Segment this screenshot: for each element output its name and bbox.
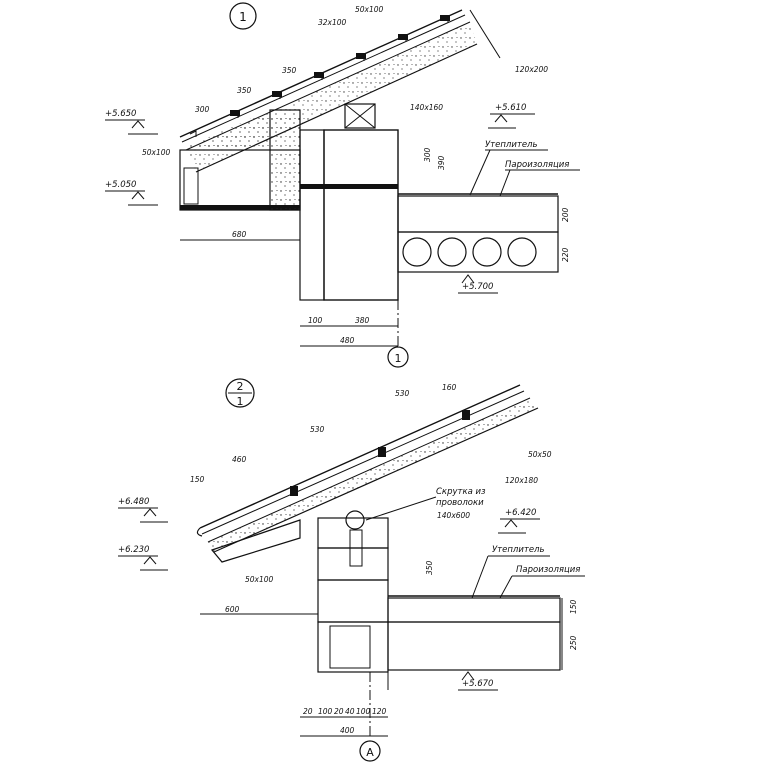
svg-text:1: 1 <box>395 352 402 365</box>
svg-text:20: 20 <box>334 707 344 716</box>
dimensions-2: 530 530 160 460 150 50x50 120x180 140x60… <box>190 383 578 737</box>
dimensions-1: 32x100 50x100 120x200 140x160 300 350 35… <box>142 5 570 347</box>
eave-2 <box>210 519 301 563</box>
svg-text:+5.670: +5.670 <box>462 679 493 689</box>
svg-text:300: 300 <box>423 147 432 162</box>
svg-text:680: 680 <box>232 230 247 239</box>
svg-text:50x100: 50x100 <box>355 5 384 14</box>
svg-text:250: 250 <box>569 635 578 650</box>
svg-text:проволоки: проволоки <box>436 498 484 508</box>
svg-text:50x50: 50x50 <box>528 450 552 459</box>
svg-text:+5.610: +5.610 <box>495 103 526 113</box>
floor-slab-1 <box>397 193 559 273</box>
svg-text:530: 530 <box>310 425 325 434</box>
svg-text:120: 120 <box>372 707 387 716</box>
svg-text:2: 2 <box>237 380 244 393</box>
svg-text:400: 400 <box>340 726 355 735</box>
svg-text:120x200: 120x200 <box>515 65 548 74</box>
svg-text:Пароизоляция: Пароизоляция <box>505 160 569 170</box>
level-marks-2: +6.480 +6.230 +6.420 +5.670 <box>118 497 540 691</box>
svg-text:+5.650: +5.650 <box>105 109 136 119</box>
detail-2-marker: 2 1 <box>225 378 255 408</box>
svg-text:+5.050: +5.050 <box>105 180 136 190</box>
svg-text:Пароизоляция: Пароизоляция <box>516 565 580 575</box>
svg-text:350: 350 <box>425 560 434 575</box>
eave-box-1 <box>179 109 301 211</box>
svg-text:160: 160 <box>442 383 457 392</box>
svg-text:Утеплитель: Утеплитель <box>485 140 538 150</box>
svg-text:100: 100 <box>308 316 323 325</box>
svg-text:+6.420: +6.420 <box>505 508 536 518</box>
level-marks-1: +5.650 +5.050 +5.610 +5.700 <box>105 103 535 294</box>
svg-text:А: А <box>366 746 374 759</box>
svg-text:480: 480 <box>340 336 355 345</box>
svg-text:390: 390 <box>437 155 446 170</box>
detail-2: 2 1 <box>118 378 585 762</box>
svg-text:150: 150 <box>569 599 578 614</box>
svg-text:380: 380 <box>355 316 370 325</box>
svg-text:120x180: 120x180 <box>505 476 538 485</box>
svg-text:50x100: 50x100 <box>142 148 171 157</box>
svg-text:140x600: 140x600 <box>437 511 470 520</box>
svg-text:100: 100 <box>318 707 333 716</box>
svg-text:300: 300 <box>195 105 210 114</box>
svg-text:40: 40 <box>345 707 355 716</box>
svg-text:140x160: 140x160 <box>410 103 443 112</box>
svg-text:+6.480: +6.480 <box>118 497 149 507</box>
svg-text:150: 150 <box>190 475 205 484</box>
callouts-2: Скрутка из проволоки Утеплитель Пароизол… <box>365 487 585 599</box>
floor-slab-2 <box>387 595 561 671</box>
callouts-1: Утеплитель Пароизоляция <box>469 140 580 197</box>
svg-text:220: 220 <box>561 247 570 262</box>
svg-text:350: 350 <box>282 66 297 75</box>
svg-text:32x100: 32x100 <box>318 18 347 27</box>
svg-text:50x100: 50x100 <box>245 575 274 584</box>
svg-text:100: 100 <box>356 707 371 716</box>
axis-marker-1: 1 <box>387 300 409 368</box>
svg-text:+6.230: +6.230 <box>118 545 149 555</box>
roof-slope-2 <box>196 384 539 553</box>
detail-1-marker: 1 <box>229 2 257 30</box>
brick-wall-1 <box>299 103 399 301</box>
axis-marker-2: А <box>359 672 381 762</box>
svg-text:600: 600 <box>225 605 240 614</box>
svg-text:20: 20 <box>303 707 313 716</box>
svg-text:530: 530 <box>395 389 410 398</box>
svg-text:+5.700: +5.700 <box>462 282 493 292</box>
svg-text:350: 350 <box>237 86 252 95</box>
svg-text:460: 460 <box>232 455 247 464</box>
svg-text:1: 1 <box>237 395 244 408</box>
svg-text:1: 1 <box>239 10 247 24</box>
detail-1: 1 <box>105 2 580 368</box>
wall-2 <box>317 510 389 690</box>
svg-text:Утеплитель: Утеплитель <box>492 545 545 555</box>
svg-text:200: 200 <box>561 207 570 222</box>
svg-text:Скрутка из: Скрутка из <box>436 487 486 497</box>
